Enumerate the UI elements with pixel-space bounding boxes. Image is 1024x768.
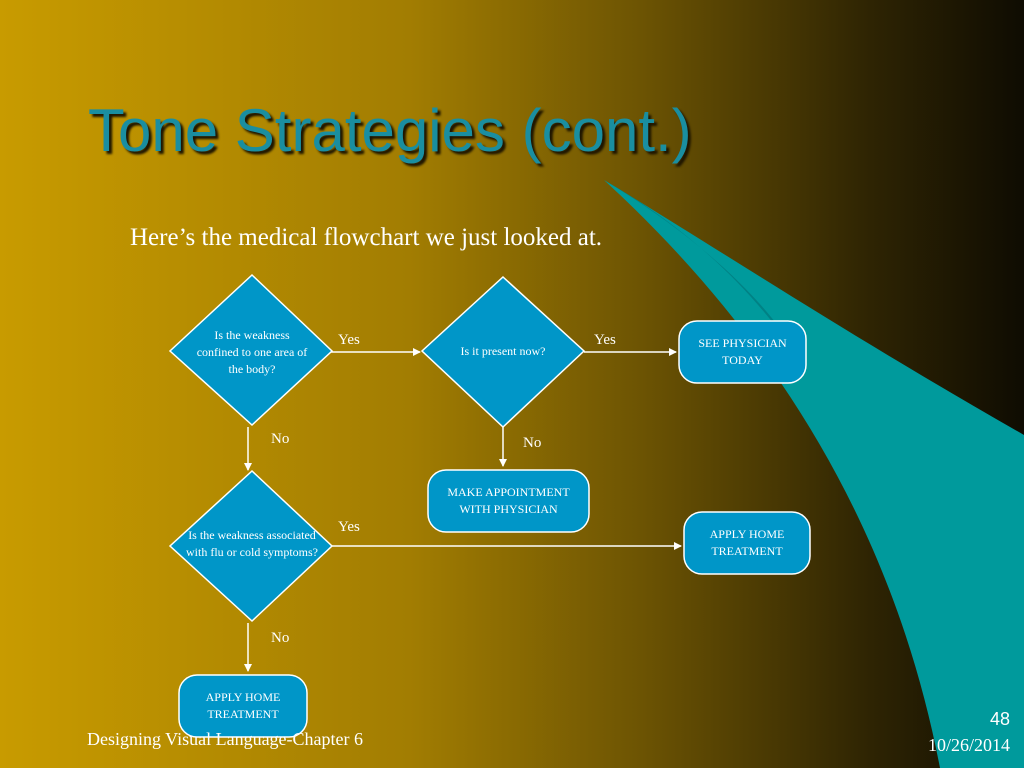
decision-diamond-q3 xyxy=(168,469,334,623)
slide-number: 48 xyxy=(989,709,1010,729)
teal-swoosh xyxy=(604,180,1024,768)
outcome-see-physician-label: SEE PHYSICIAN TODAY xyxy=(698,336,787,367)
decision-q1-label: Is the weakness confined to one area of … xyxy=(196,327,308,376)
edge-label-q1-no: No xyxy=(271,431,290,447)
edge-label-q3-yes: Yes xyxy=(338,519,360,535)
edge-label-q2-yes: Yes xyxy=(594,332,616,348)
edge-label-q2-no: No xyxy=(523,435,542,451)
edge-label-q1-yes: Yes xyxy=(338,332,360,348)
outcome-apply-home-right-label: APPLY HOME TREATMENT xyxy=(709,527,785,558)
outcome-box-make-appointment xyxy=(427,469,590,533)
decision-q2-label: Is it present now? xyxy=(460,343,546,358)
edge-label-q3-no: No xyxy=(271,630,290,646)
outcome-box-see-physician xyxy=(678,320,807,384)
footer-course-title: Designing Visual Language-Chapter 6 xyxy=(87,729,364,749)
outcome-make-appointment-label: MAKE APPOINTMENT WITH PHYSICIAN xyxy=(447,485,570,516)
outcome-box-apply-home-bottom xyxy=(178,674,308,738)
slide-date: 10/26/2014 xyxy=(927,735,1010,755)
slide-subtitle: Here’s the medical flowchart we just loo… xyxy=(130,224,603,251)
outcome-box-apply-home-right xyxy=(683,511,811,575)
decision-diamond-q2 xyxy=(420,275,586,429)
decision-diamond-q1 xyxy=(168,273,334,427)
decision-q3-label: Is the weakness associated with flu or c… xyxy=(186,528,318,559)
slide-title: Tone Strategies (cont.) xyxy=(88,97,692,164)
outcome-apply-home-bottom-label: APPLY HOME TREATMENT xyxy=(205,690,281,721)
